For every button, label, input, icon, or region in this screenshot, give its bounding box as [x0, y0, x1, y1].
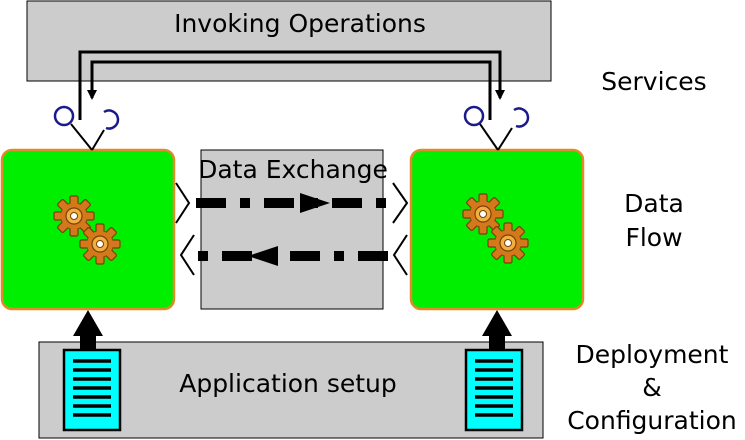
- invocation-lines: [78, 50, 505, 120]
- lollipop-icon: [463, 105, 485, 127]
- deployment-box: [38, 341, 544, 439]
- data-flow-arrow-left: [184, 246, 388, 266]
- interface-icons-left: [53, 105, 120, 151]
- interface-icons-right: [463, 105, 530, 151]
- lollipop-icon: [53, 105, 75, 127]
- data-exchange-title: Data Exchange: [198, 155, 388, 184]
- document-icon-left: [62, 348, 122, 432]
- deployment-box-title: Application setup: [179, 369, 397, 398]
- data-flow-arrow-right: [196, 193, 388, 213]
- data-exchange-box: [200, 149, 384, 310]
- services-box: [26, 0, 552, 82]
- layer-label-data-flow-1: Data: [624, 189, 684, 218]
- socket-icon: [103, 109, 120, 130]
- layer-label-deployment-2: &: [642, 373, 662, 402]
- port-chevrons: [175, 182, 409, 276]
- layer-label-deployment-1: Deployment: [576, 340, 729, 369]
- socket-icon: [513, 107, 530, 128]
- layer-label-data-flow-2: Flow: [625, 223, 682, 252]
- services-box-title: Invoking Operations: [174, 9, 426, 38]
- document-icon-right: [464, 348, 524, 432]
- layer-label-deployment-3: Configuration: [567, 406, 737, 435]
- layer-label-services: Services: [601, 67, 706, 96]
